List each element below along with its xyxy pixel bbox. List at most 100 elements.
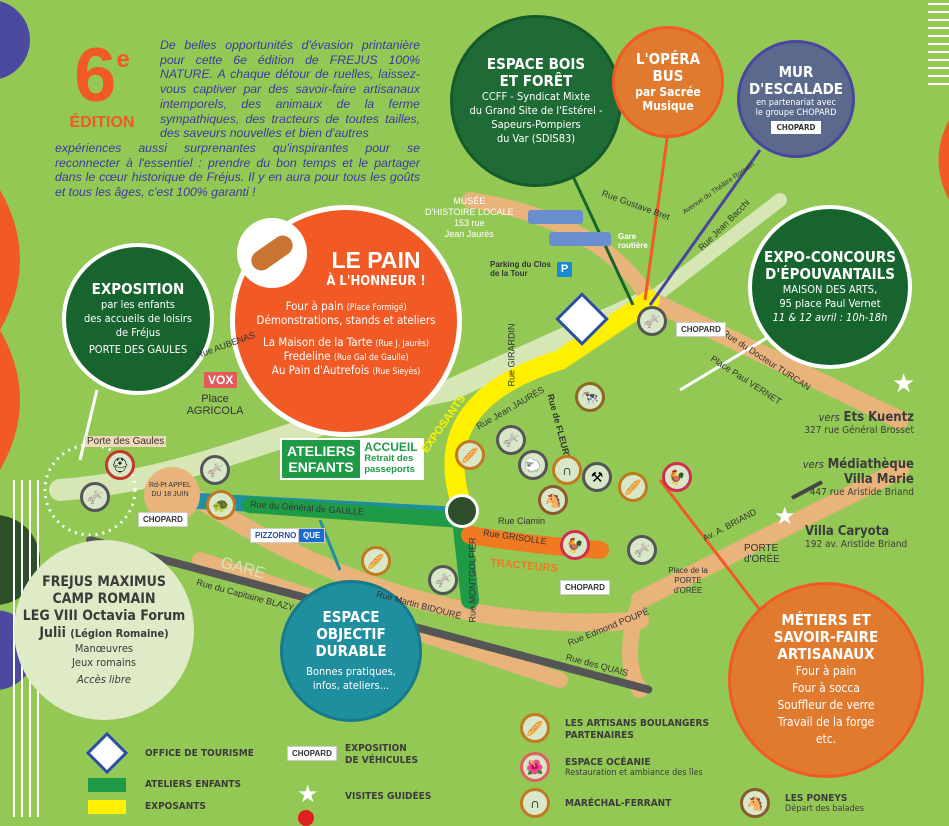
exposition-line: par les enfants <box>101 298 175 311</box>
musee-addr: 153 rue <box>454 218 485 228</box>
bubble-exposition[interactable]: EXPOSITION par les enfants des accueils … <box>62 243 214 395</box>
dest-title: Villa Marie <box>843 472 914 487</box>
red-dot-icon <box>298 810 314 826</box>
metiers-item: Four à pain <box>795 664 857 678</box>
metiers-item: Four à socca <box>792 681 860 695</box>
bubble-metiers[interactable]: MÉTIERS ET SAVOIR-FAIRE ARTISANAUX Four … <box>728 582 924 778</box>
dest-title: Ets Kuentz <box>843 410 914 425</box>
bread-icon: 🥖 <box>361 546 391 576</box>
rooster-icon: 🐓 <box>560 530 590 560</box>
bois-line: du Grand Site de l'Estérel - <box>469 104 603 117</box>
maximus-title: LEG VIII Octavia Forum <box>22 607 186 624</box>
parking-label: Parking du Clos de la Tour <box>490 260 551 278</box>
pain-bakery: Fredeline <box>283 349 331 363</box>
bubble-espace-durable[interactable]: ESPACE OBJECTIF DURABLE Bonnes pratiques… <box>280 580 422 722</box>
pony-icon: 🐴 <box>538 485 568 515</box>
edition-sup: e <box>116 46 130 73</box>
bubble-le-pain[interactable]: LE PAIN À L'HONNEUR ! Four à pain (Place… <box>230 205 462 437</box>
dest-prefix: vers <box>802 458 824 471</box>
street-label: Rue Ciamin <box>498 516 546 526</box>
legend-text: EXPOSITION <box>345 743 407 754</box>
durable-title: ESPACE <box>322 608 380 626</box>
rooster-icon: 🐓 <box>662 462 692 492</box>
mur-line: en partenariat avec <box>756 98 836 108</box>
frejus-logo-icon <box>445 494 479 528</box>
donkey-icon: 🫏 <box>428 565 458 595</box>
chopard-logo: CHOPARD <box>771 121 821 134</box>
star-icon: ★ <box>774 503 796 530</box>
ateliers-label: ATELIERS <box>287 443 356 459</box>
horseshoe-icon: ∩ <box>520 788 550 818</box>
legend-visites: VISITES GUIDÉES <box>345 791 432 802</box>
vox-cinema: VOX <box>204 372 238 388</box>
metiers-item: etc. <box>815 732 837 746</box>
roundabout-label: Rd-Pt APPEL DU 18 JUIN <box>148 482 192 498</box>
musee-title: MUSÉE <box>453 196 486 206</box>
legend-subtext: Départ des balades <box>785 804 864 814</box>
durable-line: Bonnes pratiques, <box>306 665 396 678</box>
bread-icon: 🥖 <box>455 440 485 470</box>
porte-oree-label: PORTE d'ORÉE <box>744 543 780 565</box>
metiers-title: SAVOIR-FAIRE <box>773 628 879 646</box>
legend-text: LES PONEYS <box>785 793 848 804</box>
turtle-icon: 🐢 <box>206 490 236 520</box>
pain-bakery-place: (Rue Gal de Gaulle) <box>333 353 409 363</box>
parking-icon: P <box>557 262 572 277</box>
pain-title: LE PAIN <box>331 247 421 273</box>
intro-para-1: De belles opportunités d'évasion printan… <box>160 38 420 141</box>
bubble-espace-bois[interactable]: ESPACE BOIS ET FORÊT CCFF - Syndicat Mix… <box>450 15 622 187</box>
roman-helmet-icon: ⛑ <box>105 450 135 480</box>
bubble-expo-concours[interactable]: EXPO-CONCOURS D'ÉPOUVANTAILS MAISON DES … <box>748 205 912 369</box>
pizzorno-logo: PIZZORNO <box>250 528 302 543</box>
bus-icon <box>549 232 611 246</box>
gare-routiere-label: Gare routière <box>618 232 648 250</box>
musee-addr: Jean Jaurès <box>444 229 494 239</box>
bubble-mur-escalade[interactable]: MUR D'ESCALADE en partenariat avec le gr… <box>737 40 855 158</box>
chopard-logo: CHOPARD <box>676 322 726 337</box>
bubble-frejus-maximus[interactable]: FREJUS MAXIMUS CAMP ROMAIN LEG VIII Octa… <box>14 540 194 720</box>
que-logo: QUE <box>298 528 326 543</box>
hibiscus-icon: 🌺 <box>520 752 550 782</box>
ateliers-label: ENFANTS <box>288 459 354 475</box>
metiers-item: Travail de la forge <box>777 715 875 729</box>
expo-concours-line: MAISON DES ARTS, <box>782 283 878 296</box>
mur-title: MUR <box>778 63 814 81</box>
chopard-logo: CHOPARD <box>138 512 188 527</box>
legend-text: ESPACE OCÉANIE <box>565 757 651 768</box>
porte-gaules-label: Porte des Gaules <box>85 436 167 447</box>
bois-line: CCFF - Syndicat Mixte <box>481 90 591 103</box>
opera-sub: par Sacrée <box>635 85 701 99</box>
place-agricola-label: Place AGRICOLA <box>186 393 244 417</box>
donkey-icon: 🫏 <box>80 482 110 512</box>
bois-line: Sapeurs-Pompiers <box>491 118 581 131</box>
street-label: Place de la PORTE d'ORÉE <box>668 566 708 595</box>
maximus-title: FREJUS MAXIMUS <box>42 573 166 590</box>
metiers-title: ARTISANAUX <box>777 645 875 663</box>
maximus-line: Jeux romains <box>71 655 137 669</box>
mur-line-2: le groupe CHOPARD <box>755 108 837 118</box>
bread-icon <box>237 218 307 288</box>
pain-bakery-place: (Rue Sieyès) <box>372 367 421 377</box>
bubble-opera-bus[interactable]: L'OPÉRA BUS par Sacrée Musique <box>612 26 724 138</box>
dest-title: Médiathèque <box>827 457 914 472</box>
cow-icon: 🐄 <box>575 382 605 412</box>
dest-addr: 192 av. Aristide Briand <box>805 539 908 550</box>
edition-number: 6 <box>74 33 117 118</box>
bread-icon: 🥖 <box>618 472 648 502</box>
intro-text: De belles opportunités d'évasion printan… <box>55 38 420 200</box>
pain-item: Démonstrations, stands et ateliers <box>256 313 436 327</box>
sheep-icon: 🐑 <box>518 450 548 480</box>
bread-icon: 🥖 <box>520 713 550 743</box>
anvil-icon: ⚒ <box>582 462 612 492</box>
legend-office: OFFICE DE TOURISME <box>145 748 254 759</box>
opera-title: L'OPÉRA <box>635 50 701 68</box>
bois-line: du Var (SDIS83) <box>496 132 576 145</box>
